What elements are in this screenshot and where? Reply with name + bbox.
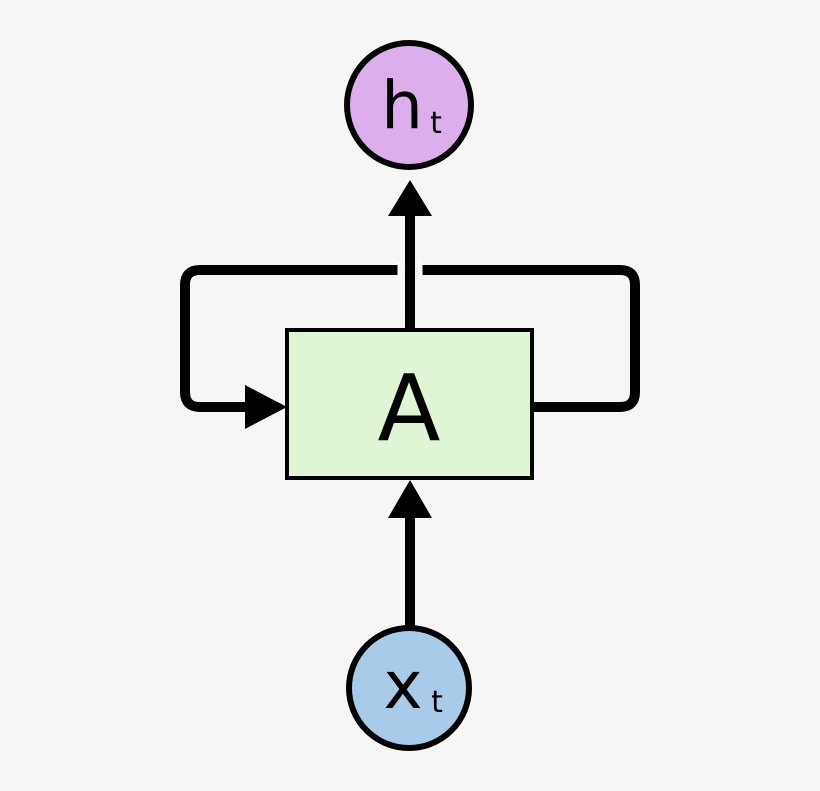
output-node-symbol: h [381, 67, 423, 144]
input-node: x t [346, 625, 472, 751]
loop-connector-left [180, 265, 398, 412]
output-node-subscript: t [430, 106, 442, 141]
loop-connector-right [422, 265, 640, 412]
recurrent-cell-label: A [378, 355, 441, 462]
recurrent-cell: A [285, 328, 534, 480]
output-arrowhead-icon [388, 180, 432, 216]
output-node: h t [344, 40, 474, 170]
input-arrowhead-icon [388, 480, 432, 518]
loop-arrowhead-icon [245, 385, 287, 429]
recurrent-cell-box [285, 328, 534, 480]
output-node-label: h [381, 67, 423, 144]
input-node-label: x [383, 647, 422, 724]
input-node-subscript: t [431, 685, 443, 720]
output-node-circle [344, 40, 474, 170]
input-node-circle [346, 625, 472, 751]
